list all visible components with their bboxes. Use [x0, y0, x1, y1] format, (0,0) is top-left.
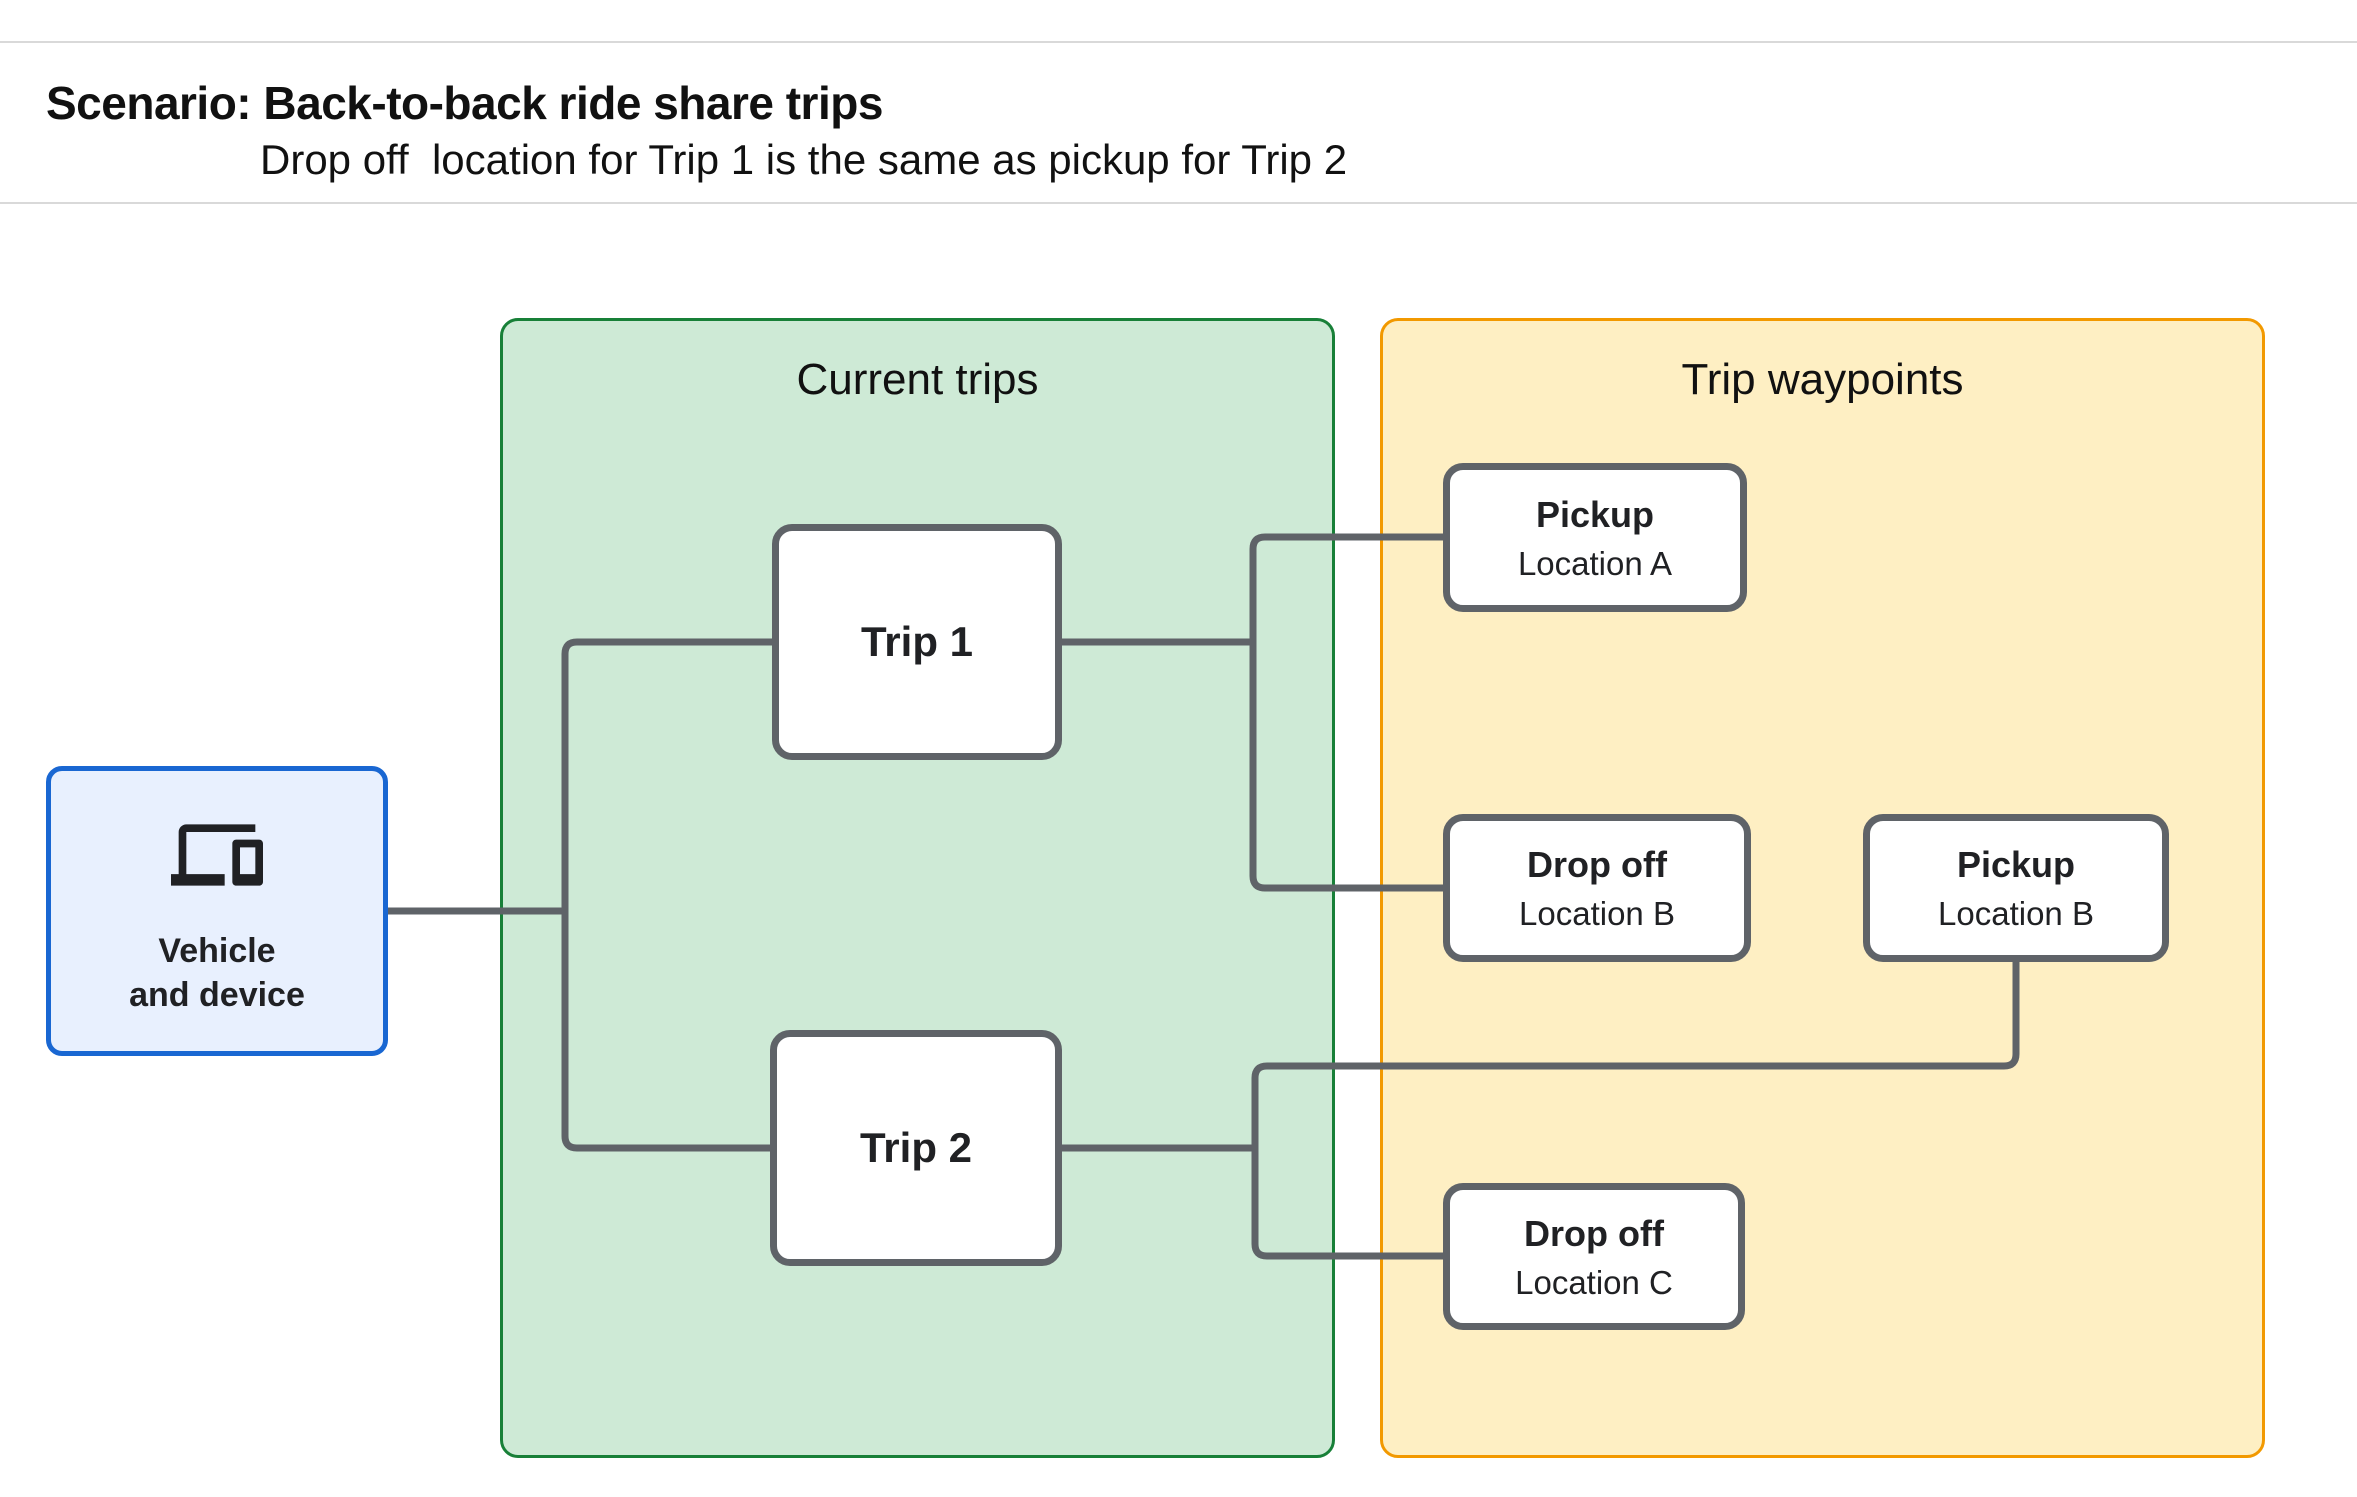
dropoff-location-b-node: Drop off Location B	[1443, 814, 1751, 962]
current-trips-panel-title: Current trips	[796, 355, 1039, 404]
devices-icon	[169, 809, 265, 901]
trip-2-label: Trip 2	[859, 1124, 973, 1171]
dropoff-location-c-node: Drop off Location C	[1443, 1183, 1745, 1330]
dropoff-c-type: Drop off	[1524, 1212, 1664, 1254]
dropoff-b-location: Location B	[1519, 895, 1675, 932]
current-trips-panel: Current trips	[500, 318, 1335, 1458]
vehicle-node-label-line2: and device	[129, 976, 305, 1014]
vehicle-node-label: Vehicle and device	[129, 929, 305, 1017]
pickup-b-type: Pickup	[1956, 844, 2076, 885]
pickup-b-location: Location B	[1938, 895, 2094, 932]
trip-waypoints-panel-title: Trip waypoints	[1681, 355, 1964, 404]
vehicle-and-device-node: Vehicle and device	[46, 766, 388, 1056]
pickup-location-b-node: Pickup Location B	[1863, 814, 2169, 962]
trip-2-node: Trip 2	[770, 1030, 1062, 1266]
page-subtitle: Drop off location for Trip 1 is the same…	[260, 136, 1348, 183]
pickup-a-location: Location A	[1517, 544, 1673, 582]
trip-1-label: Trip 1	[860, 618, 974, 665]
trip-1-node: Trip 1	[772, 524, 1062, 760]
dropoff-b-type: Drop off	[1527, 844, 1667, 885]
top-divider	[0, 41, 2357, 43]
header-divider	[0, 202, 2357, 204]
page-title: Scenario: Back-to-back ride share trips	[46, 77, 883, 129]
vehicle-node-label-line1: Vehicle	[158, 932, 276, 970]
dropoff-c-location: Location C	[1515, 1263, 1673, 1301]
pickup-a-type: Pickup	[1535, 493, 1655, 535]
pickup-location-a-node: Pickup Location A	[1443, 463, 1747, 612]
